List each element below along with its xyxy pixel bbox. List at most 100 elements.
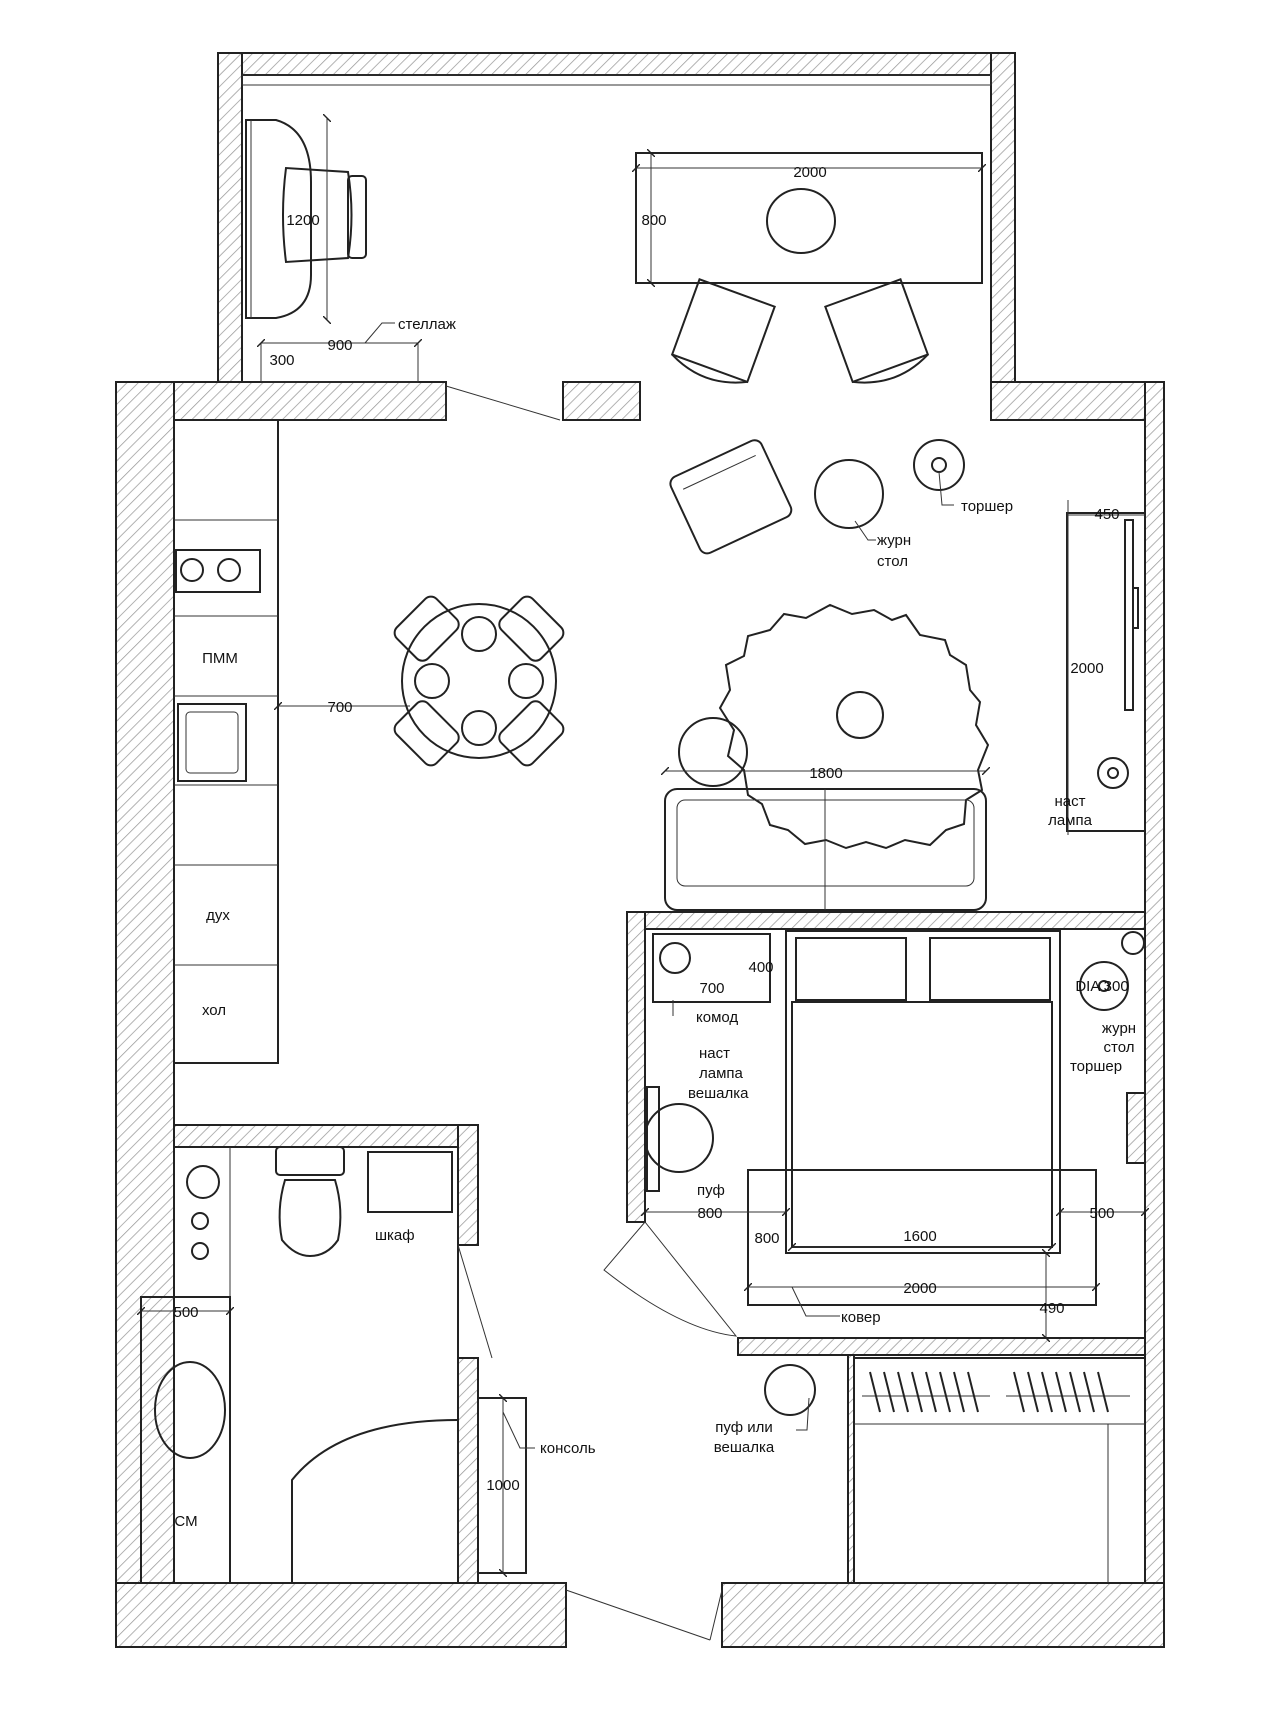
wall-lamp-label-1: наст xyxy=(1055,793,1086,810)
kitchen-dishwasher: ПММ xyxy=(202,650,238,667)
rug-label: ковер xyxy=(841,1309,881,1326)
dining-chair xyxy=(393,595,460,662)
wardrobe xyxy=(853,1357,1146,1584)
balcony-wall-right xyxy=(990,52,1016,384)
balcony-table xyxy=(635,152,983,284)
side-table-label-2: стол xyxy=(1104,1039,1135,1056)
dresser-depth: 400 xyxy=(748,959,773,976)
pouf-label: пуф xyxy=(697,1182,725,1199)
vanity-depth: 500 xyxy=(173,1304,198,1321)
wall-lamp-label-2: лампа xyxy=(1048,812,1093,829)
wall-bedroom-left xyxy=(626,911,646,1223)
bathroom: шкаф 500 СМ xyxy=(141,1146,493,1584)
dresser-length: 700 xyxy=(699,980,724,997)
bed xyxy=(785,930,1061,1254)
bath-fixture xyxy=(191,1212,209,1230)
bedroom-floor-lamp-label: торшер xyxy=(1070,1058,1122,1075)
table-lamp-label-1: наст xyxy=(699,1045,730,1062)
plate xyxy=(461,616,497,652)
armchair xyxy=(669,439,793,555)
balcony-chair-right xyxy=(824,278,930,384)
balcony-shelf-depth: 300 xyxy=(269,352,294,369)
clearance-right: 500 xyxy=(1089,1205,1114,1222)
balcony-door xyxy=(445,384,561,421)
bedroom-floor-lamp xyxy=(1121,931,1145,955)
balcony-table-plate xyxy=(766,188,836,254)
outer-wall-top-right xyxy=(990,381,1165,421)
balcony: 1200 2000 800 900 300 стеллаж xyxy=(241,74,992,421)
rug-length: 2000 xyxy=(903,1280,936,1297)
balcony-armchair xyxy=(282,166,367,264)
living-area: журн стол торшер 1800 450 2000 наст ламп… xyxy=(664,439,1146,911)
wall-bathroom-right-lower xyxy=(457,1357,479,1584)
kitchen-oven: дух xyxy=(206,907,230,924)
wall-lamp xyxy=(1097,757,1129,789)
cooktop xyxy=(175,549,261,593)
table-lamp-label-2: лампа xyxy=(699,1065,744,1082)
balcony-sofa xyxy=(245,119,312,319)
balcony-sofa-width: 1200 xyxy=(286,212,319,229)
clearance-left: 800 xyxy=(697,1205,722,1222)
dresser-lamp xyxy=(659,942,691,974)
outer-wall-top-mid xyxy=(562,381,641,421)
dining-chair xyxy=(393,700,460,767)
walls xyxy=(115,52,1165,1648)
tv-unit xyxy=(1066,512,1146,832)
side-table-label-1: журн xyxy=(1102,1020,1136,1037)
outer-wall-bottom-right xyxy=(721,1582,1165,1648)
hall-pouf-label-1: пуф или xyxy=(715,1419,772,1436)
rug-depth: 800 xyxy=(754,1230,779,1247)
wall-bedroom-top xyxy=(626,911,1146,930)
hanger-rail-icon xyxy=(869,1371,1109,1413)
burner-icon xyxy=(180,558,204,582)
entrance-door xyxy=(565,1589,723,1641)
washer-label: СМ xyxy=(174,1513,197,1530)
hall-pouf-label-2: вешалка xyxy=(714,1439,775,1456)
plate xyxy=(414,663,450,699)
balcony-shelf-length: 900 xyxy=(327,337,352,354)
bedroom-door xyxy=(603,1221,738,1337)
dresser xyxy=(652,933,771,1003)
balcony-chair-left xyxy=(670,278,776,384)
pillow xyxy=(929,937,1051,1001)
outer-wall-left xyxy=(115,381,175,1648)
shower-tray xyxy=(291,1419,459,1583)
tv-unit-depth: 450 xyxy=(1094,506,1119,523)
tv-unit-length: 2000 xyxy=(1070,660,1103,677)
side-table-dia: DIA 300 xyxy=(1075,978,1128,995)
dining-table xyxy=(401,603,557,759)
blanket xyxy=(791,1001,1053,1248)
rug-center-table xyxy=(836,691,884,739)
wall-bathroom-top xyxy=(173,1124,479,1148)
bathroom-door xyxy=(457,1244,493,1359)
tv-screen xyxy=(1124,519,1134,711)
balcony-shelf-label: стеллаж xyxy=(398,316,456,333)
wall-bedroom-bottom xyxy=(737,1337,1146,1356)
sofa-length: 1800 xyxy=(809,765,842,782)
balcony-wall-left xyxy=(217,52,243,384)
bath-fixture xyxy=(191,1242,209,1260)
hall: 1000 консоль пуф или вешалка xyxy=(477,1364,816,1641)
dining-set xyxy=(393,595,565,767)
ottoman xyxy=(678,717,748,787)
floor-lamp xyxy=(913,439,965,491)
kitchen-counter xyxy=(173,419,279,1064)
hall-pouf xyxy=(764,1364,816,1416)
hanger-label: вешалка xyxy=(688,1085,749,1102)
clearance-foot: 490 xyxy=(1039,1300,1064,1317)
coffee-table xyxy=(814,459,884,529)
coffee-table-label-1: журн xyxy=(877,532,911,549)
toilet xyxy=(275,1146,345,1258)
wardrobe-box xyxy=(853,1357,1146,1584)
balcony-table-depth: 800 xyxy=(641,212,666,229)
pillow xyxy=(795,937,907,1001)
kitchen-sink xyxy=(177,703,247,782)
hanger xyxy=(646,1086,660,1192)
living-rug xyxy=(718,603,990,850)
basin xyxy=(154,1361,226,1459)
balcony-table-length: 2000 xyxy=(793,164,826,181)
wall-bedroom-niche xyxy=(1126,1092,1146,1164)
wall-bathroom-right xyxy=(457,1124,479,1246)
sofa xyxy=(664,788,987,911)
